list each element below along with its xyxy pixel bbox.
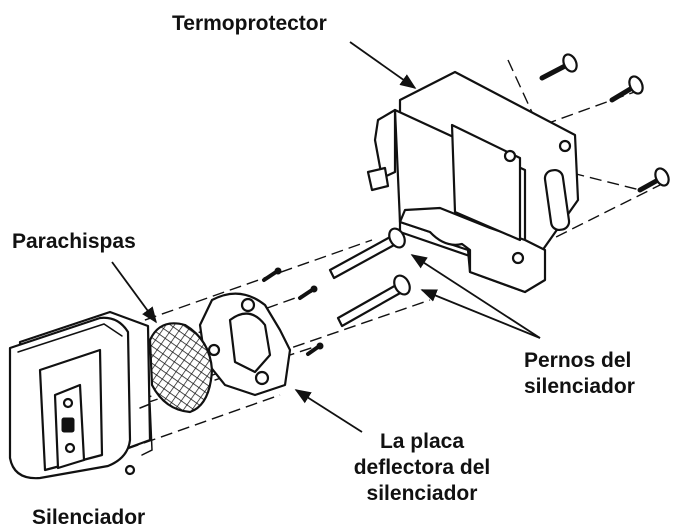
leader-heat-shield [349, 41, 417, 89]
label-deflector-line3: silenciador [367, 482, 478, 505]
screw-middle [609, 75, 644, 103]
label-heat-shield: Termoprotector [172, 12, 327, 35]
muffler-bolt-upper [328, 227, 406, 280]
muffler-bolt-lower [336, 274, 411, 328]
label-deflector-line1: La placa [380, 430, 464, 453]
leader-deflector [294, 389, 363, 433]
leader-bolt-lower [420, 289, 541, 339]
screw-bottom [637, 167, 670, 193]
deflector-plate [198, 292, 292, 397]
screw-top [539, 53, 578, 81]
leader-bolt-upper [410, 254, 541, 339]
label-deflector-line2: deflectora del [354, 456, 491, 479]
heat-shield [366, 70, 580, 294]
label-spark-arrester: Parachispas [12, 230, 136, 253]
label-muffler-bolts-line2: silenciador [524, 375, 635, 398]
leader-lines [111, 41, 541, 433]
spark-arrester-screen [148, 322, 214, 414]
leader-spark-arrester [111, 261, 157, 324]
deflector-screws [262, 267, 324, 356]
muffler-body [8, 310, 153, 480]
label-muffler: Silenciador [32, 506, 145, 529]
muffler-bolts [328, 227, 411, 328]
labels: Termoprotector Parachispas Pernos del si… [12, 12, 635, 529]
heat-shield-screws [539, 53, 670, 193]
label-muffler-bolts-line1: Pernos del [524, 349, 631, 372]
